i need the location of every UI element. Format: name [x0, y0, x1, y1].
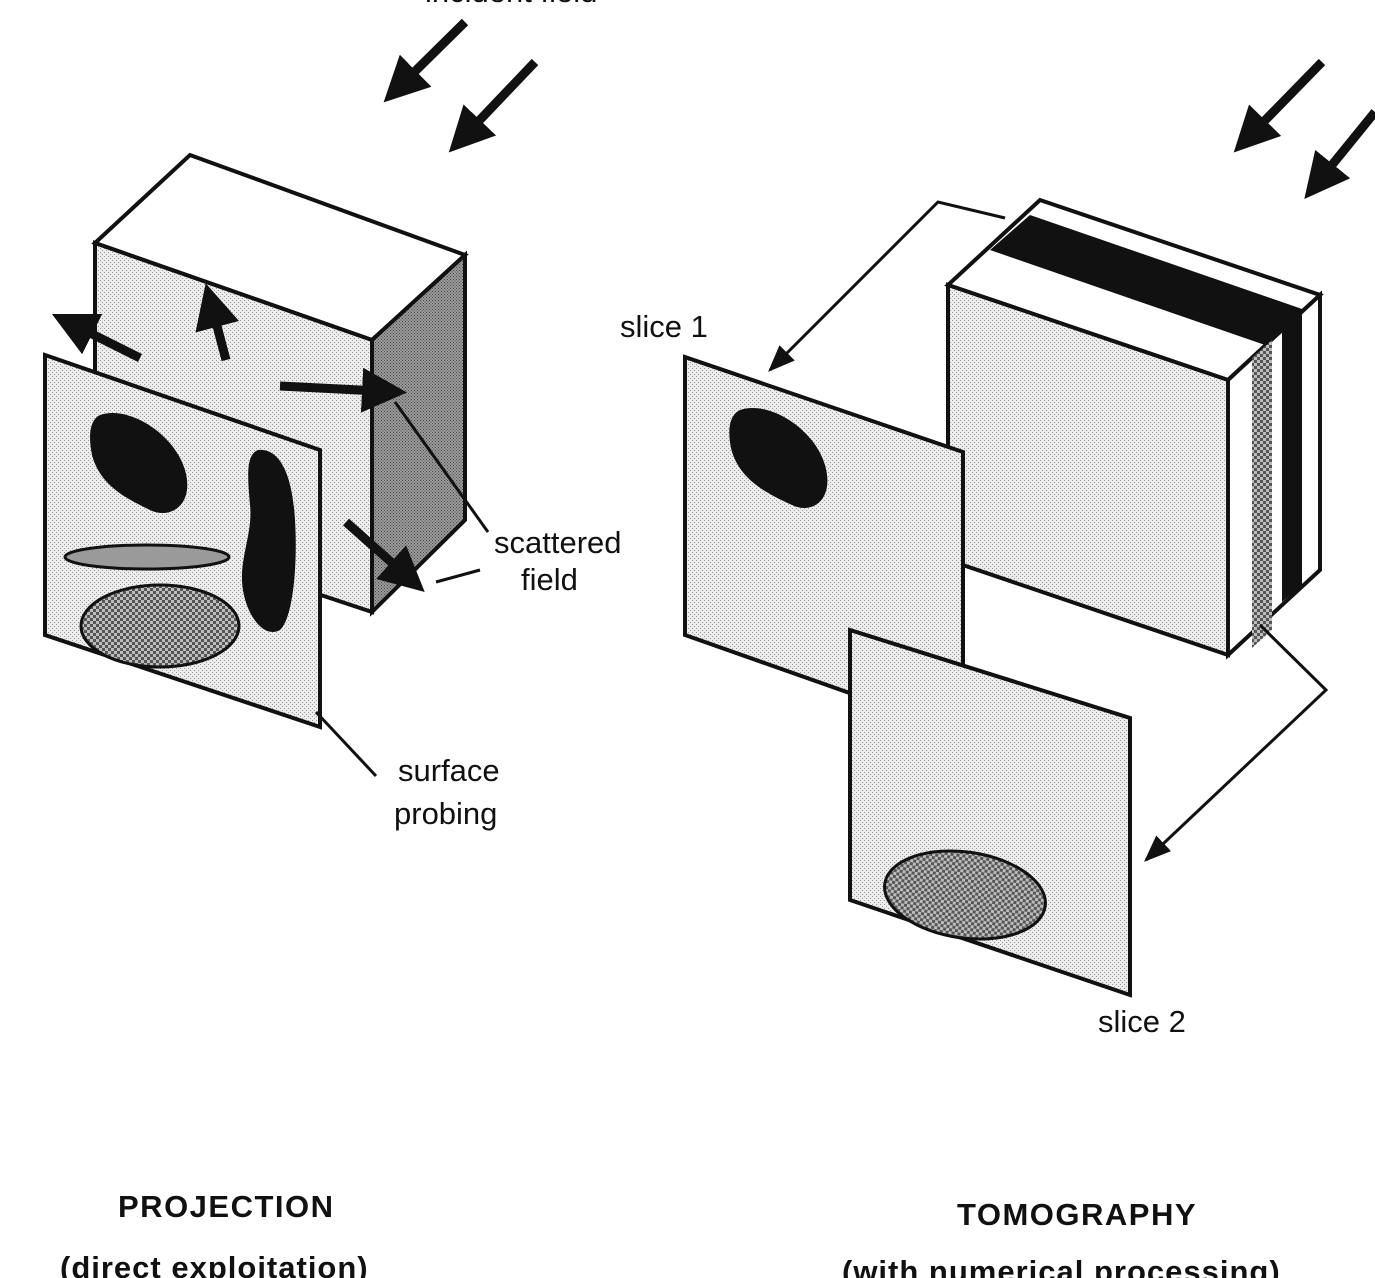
inclusion-blob-2: [241, 449, 296, 632]
incident-field-arrows: [383, 18, 539, 153]
tomography-subtitle: (with numerical processing): [842, 1254, 1281, 1278]
slice-2-ellipse: [883, 849, 1047, 941]
incident-field-arrows-right: [1233, 58, 1375, 199]
projection-title: PROJECTION: [118, 1189, 335, 1224]
slice-1-blob: [729, 408, 828, 509]
inclusion-ellipse-thin: [63, 543, 231, 571]
surface-probing-label-line2: probing: [394, 796, 497, 831]
scattered-field-arrows: [51, 283, 425, 592]
slice-1-label: slice 1: [620, 309, 708, 344]
surface-probing-plate: [43, 352, 322, 730]
projection-panel: incident field scattered field: [43, 0, 622, 831]
tomography-title: TOMOGRAPHY: [957, 1197, 1197, 1232]
incident-field-label: incident field: [425, 0, 597, 9]
inclusion-ellipse-checked: [79, 583, 241, 669]
scattered-field-label-line1: scattered: [494, 525, 622, 560]
slice-2-label: slice 2: [1098, 1004, 1186, 1039]
slice-2-plate: [848, 627, 1132, 998]
surface-probing-label-line1: surface: [398, 753, 500, 788]
scattered-field-label-line2: field: [521, 562, 578, 597]
slice-2-pointer: [1144, 623, 1329, 862]
projection-subtitle: (direct exploitation): [60, 1250, 369, 1278]
slice-1-pointer: [768, 200, 1006, 372]
tomography-panel: slice 1 slice 2: [620, 58, 1375, 1039]
inclusion-blob-1: [90, 413, 188, 514]
tomography-block: [944, 197, 1324, 660]
